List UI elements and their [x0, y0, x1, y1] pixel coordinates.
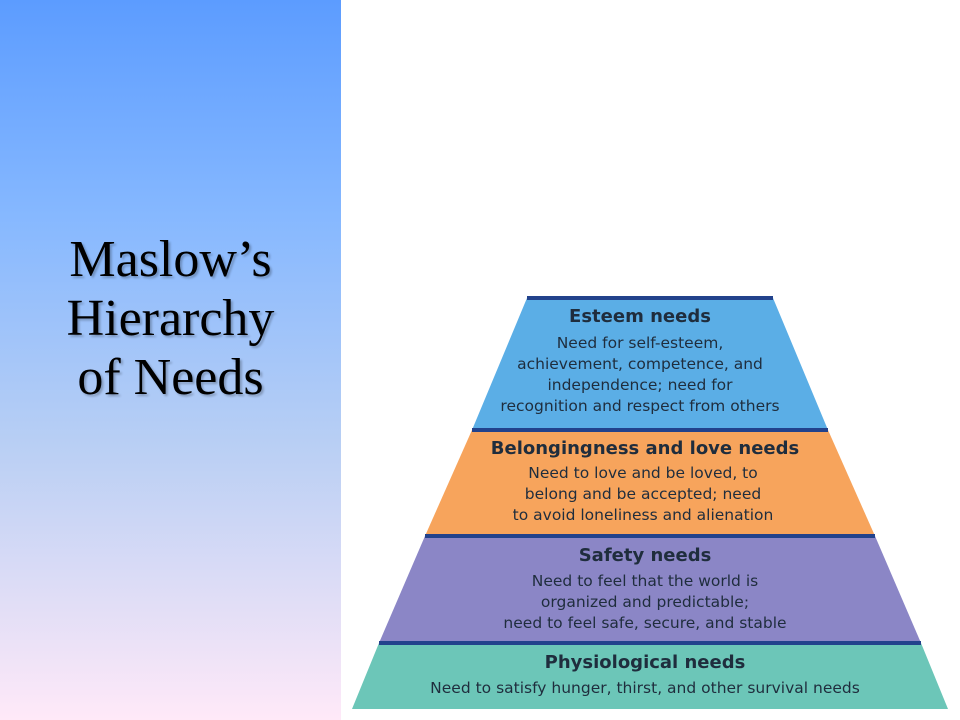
safety-tier-line-1: Need to feel that the world is	[532, 572, 758, 590]
slide-title: Maslow’s Hierarchy of Needs	[0, 230, 341, 407]
belongingness-tier-line-2: belong and be accepted; need	[525, 485, 761, 503]
title-line-2: Hierarchy	[66, 290, 275, 347]
title-line-3: of Needs	[77, 349, 264, 406]
esteem-tier-line-1: Need for self-esteem,	[557, 334, 724, 352]
esteem-tier-line-3: independence; need for	[547, 376, 733, 394]
physiological-tier-title: Physiological needs	[545, 652, 746, 673]
safety-tier-line-2: organized and predictable;	[541, 593, 749, 611]
physiological-tier-line-1: Need to satisfy hunger, thirst, and othe…	[430, 679, 860, 697]
safety-tier-title: Safety needs	[579, 545, 712, 566]
physiological-tier	[352, 643, 948, 709]
belongingness-tier	[425, 430, 875, 536]
belongingness-tier-line-1: Need to love and be loved, to	[528, 464, 758, 482]
safety-tier-line-3: need to feel safe, secure, and stable	[503, 614, 786, 632]
esteem-tier	[472, 298, 828, 430]
belongingness-tier-line-3: to avoid loneliness and alienation	[513, 506, 774, 524]
title-line-1: Maslow’s	[69, 231, 272, 288]
esteem-tier-line-2: achievement, competence, and	[517, 355, 763, 373]
title-panel	[0, 0, 341, 720]
esteem-tier-line-4: recognition and respect from others	[500, 397, 779, 415]
safety-tier	[379, 536, 921, 643]
belongingness-tier-title: Belongingness and love needs	[491, 438, 799, 459]
esteem-tier-title: Esteem needs	[569, 306, 711, 327]
